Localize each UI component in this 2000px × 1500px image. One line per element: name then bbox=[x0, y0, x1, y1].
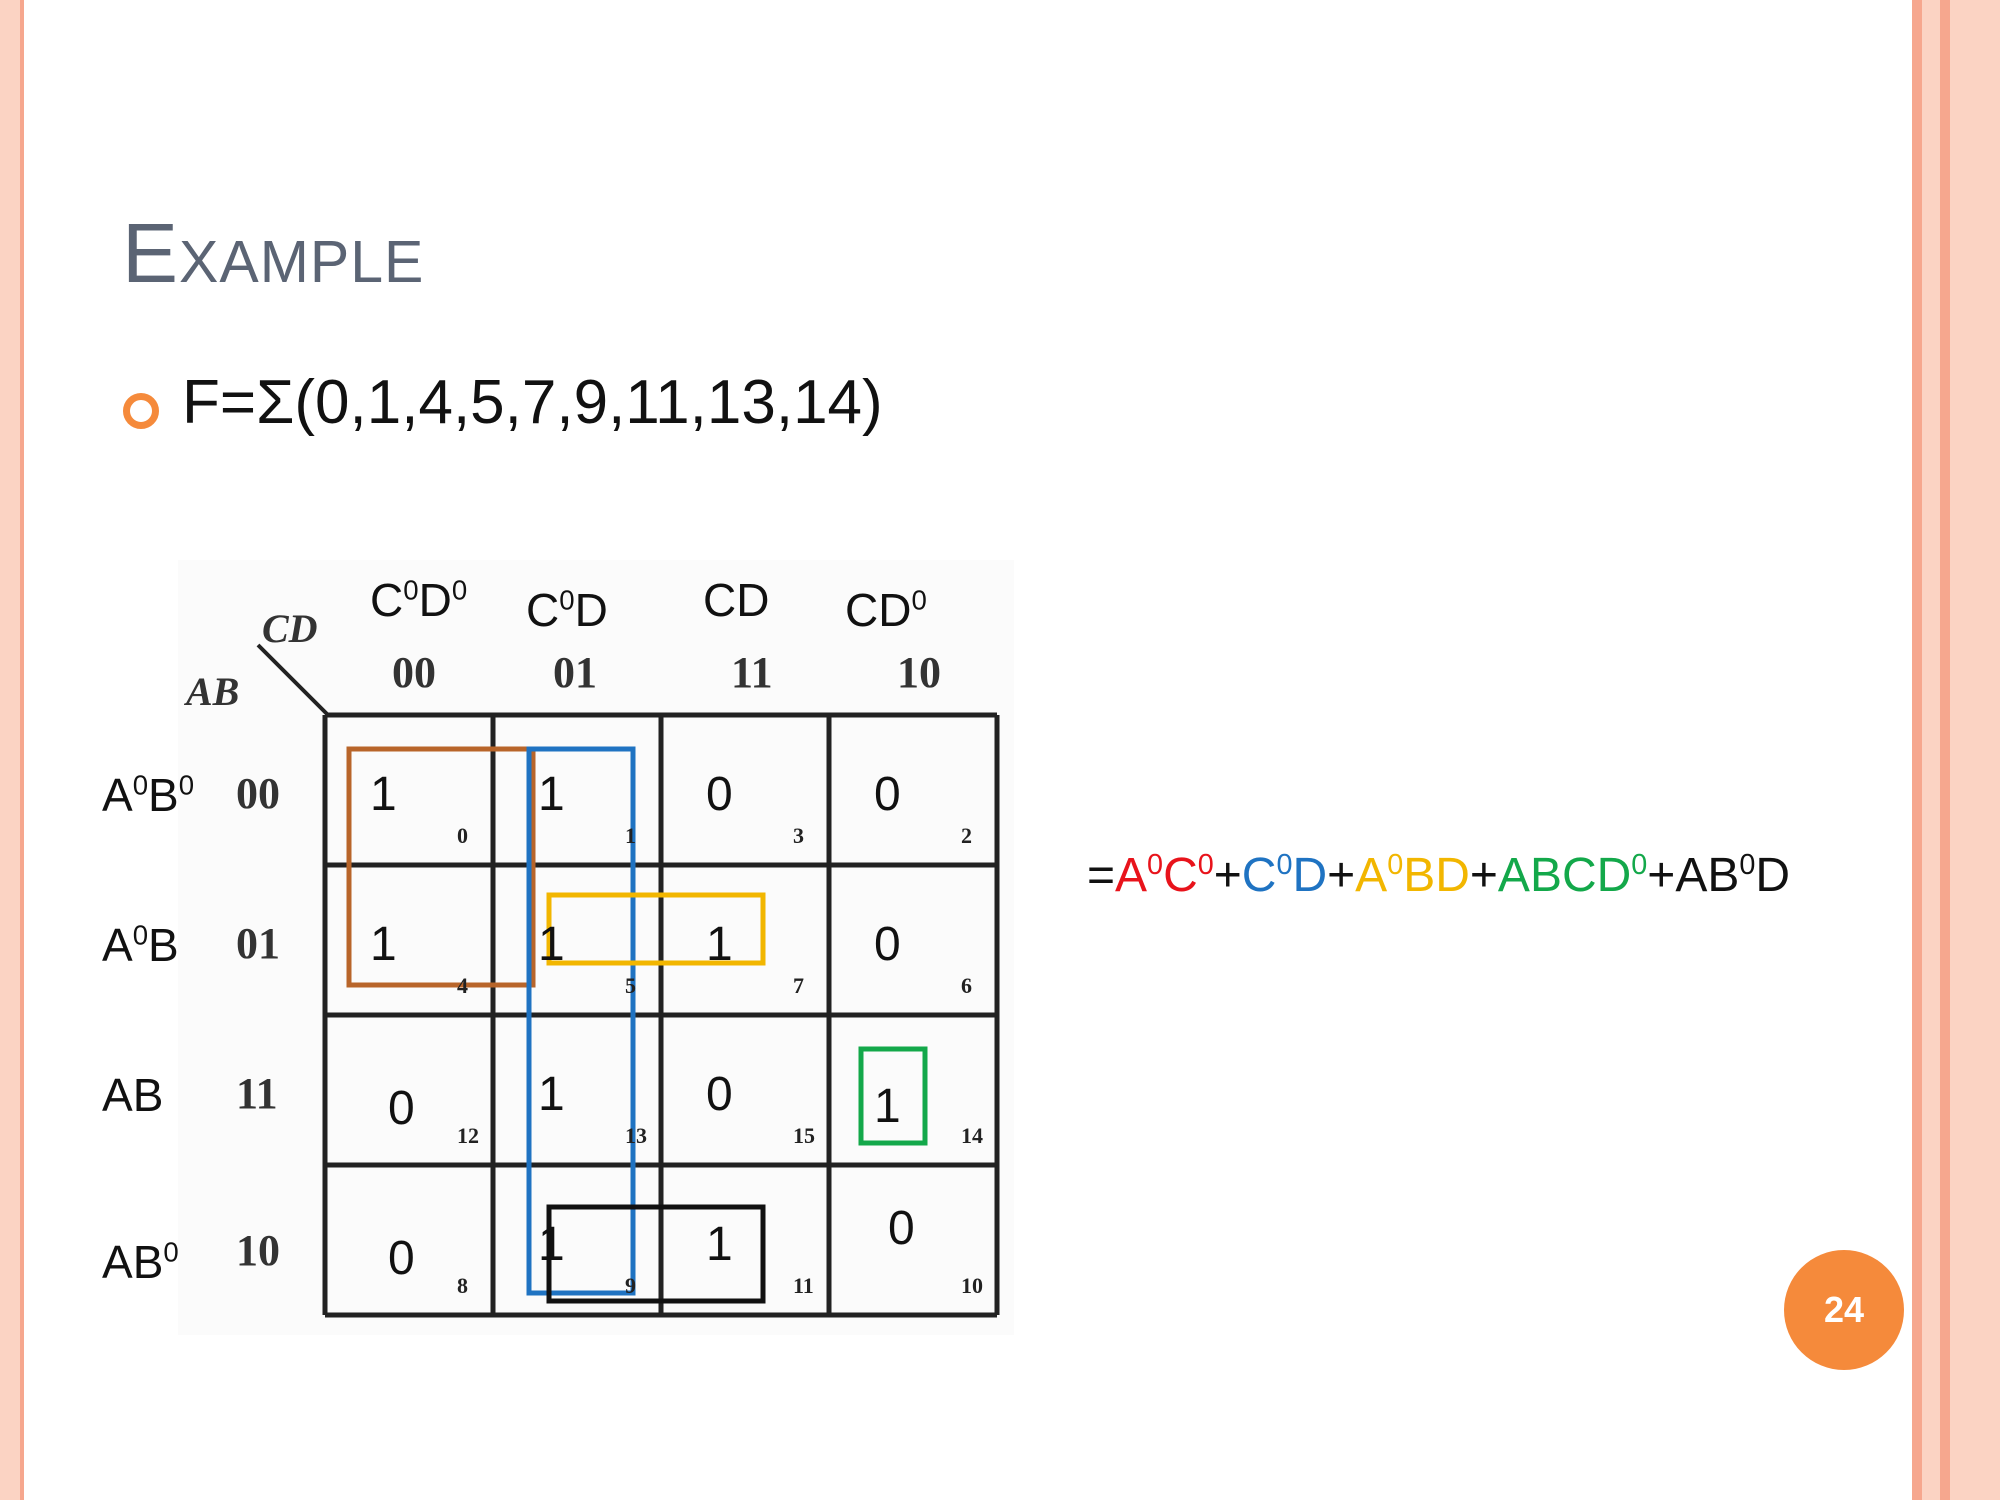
kmap-col-literal: CD bbox=[703, 574, 770, 626]
kmap-cell-value: 1 bbox=[706, 918, 733, 971]
kmap-col-code: 01 bbox=[553, 648, 597, 697]
kmap-group-rect bbox=[526, 746, 636, 1296]
kmap-corner-ab: AB bbox=[186, 669, 240, 714]
kmap-row-literal: A0B0 bbox=[102, 769, 195, 821]
kmap-group-rect bbox=[546, 892, 766, 966]
expr-term-red: A0C0 bbox=[1115, 849, 1214, 902]
kmap-cell-index: 3 bbox=[793, 823, 804, 848]
kmap-cell-index: 10 bbox=[961, 1273, 983, 1298]
kmap-cell-value: 0 bbox=[874, 918, 901, 971]
kmap-row-code: 01 bbox=[236, 919, 280, 968]
kmap-cell-index: 12 bbox=[457, 1123, 479, 1148]
slide-right-border-stripe bbox=[1922, 0, 1940, 1500]
kmap-row-code: 00 bbox=[236, 769, 280, 818]
kmap-groupings bbox=[346, 746, 928, 1304]
kmap-col-code: 11 bbox=[731, 648, 773, 697]
kmap-cell-index: 9 bbox=[625, 1273, 636, 1298]
kmap-corner-cd: CD bbox=[262, 606, 318, 651]
kmap-col-literal: C0D0 bbox=[370, 574, 468, 626]
kmap-diagonal bbox=[256, 643, 330, 717]
expr-plus: + bbox=[1213, 849, 1242, 902]
kmap-cell-index: 11 bbox=[793, 1273, 814, 1298]
kmap-group-rect bbox=[546, 1204, 766, 1304]
kmap-col-code: 10 bbox=[897, 648, 941, 697]
kmap-cell-value: 1 bbox=[538, 918, 565, 971]
expr-plus: + bbox=[1647, 849, 1676, 902]
kmap-cell-index: 13 bbox=[625, 1123, 647, 1148]
kmap-row-code: 10 bbox=[236, 1226, 280, 1275]
slide-right-border-stripe bbox=[1940, 0, 1950, 1500]
simplified-expression: =A0C0+C0D+A0BD+ABCD0+AB0D bbox=[1087, 848, 1790, 903]
minterm-function: F=Σ(0,1,4,5,7,9,11,13,14) bbox=[182, 368, 883, 437]
kmap-col-code: 00 bbox=[392, 648, 436, 697]
expr-term-black: AB0D bbox=[1675, 849, 1791, 902]
kmap-cell-index: 1 bbox=[625, 823, 636, 848]
expr-term-yellow: A0BD bbox=[1355, 849, 1470, 902]
kmap-cell-value: 0 bbox=[706, 1068, 733, 1121]
kmap-cell-index: 2 bbox=[961, 823, 972, 848]
kmap-cell-index: 5 bbox=[625, 973, 636, 998]
kmap-cell-value: 1 bbox=[706, 1218, 733, 1271]
expr-plus: + bbox=[1327, 849, 1356, 902]
kmap-cell-value: 1 bbox=[538, 768, 565, 821]
kmap-cell-value: 1 bbox=[370, 918, 397, 971]
kmap-cell-index: 15 bbox=[793, 1123, 815, 1148]
kmap-cell-value: 1 bbox=[538, 1068, 565, 1121]
expr-plus: + bbox=[1469, 849, 1498, 902]
kmap-cell-value: 1 bbox=[538, 1218, 565, 1271]
bullet-circle-icon bbox=[123, 393, 159, 429]
kmap-cell-value: 0 bbox=[388, 1082, 415, 1135]
kmap-cell-index: 8 bbox=[457, 1273, 468, 1298]
kmap-cell-index: 4 bbox=[457, 973, 468, 998]
kmap-cell-index: 7 bbox=[793, 973, 804, 998]
kmap-grid-lines bbox=[322, 712, 1000, 1318]
kmap-row-literal: AB0 bbox=[102, 1236, 179, 1288]
kmap-cell-index: 14 bbox=[961, 1123, 983, 1148]
kmap-row-code: 11 bbox=[236, 1069, 278, 1118]
kmap-cell-index: 0 bbox=[457, 823, 468, 848]
kmap-col-literal: C0D bbox=[526, 584, 608, 636]
page-number-badge: 24 bbox=[1784, 1250, 1904, 1370]
kmap-cell-value: 1 bbox=[370, 768, 397, 821]
kmap-row-literal: A0B bbox=[102, 919, 179, 971]
slide-left-border bbox=[0, 0, 24, 1500]
kmap-cell-value: 0 bbox=[888, 1202, 915, 1255]
kmap-group-rect bbox=[858, 1046, 928, 1146]
slide-title: Example bbox=[122, 206, 425, 300]
expr-equals: = bbox=[1087, 849, 1116, 902]
kmap-cell-value: 0 bbox=[388, 1232, 415, 1285]
slide-right-border-stripe bbox=[1950, 0, 2000, 1500]
kmap-cell-value: 0 bbox=[874, 768, 901, 821]
kmap-col-literal: CD0 bbox=[845, 584, 927, 636]
kmap-row-literal: AB bbox=[102, 1069, 164, 1121]
kmap-group-rect bbox=[346, 746, 536, 988]
kmap-cell-index: 6 bbox=[961, 973, 972, 998]
expr-term-green: ABCD0 bbox=[1497, 849, 1648, 902]
kmap-cell-value: 1 bbox=[874, 1080, 901, 1133]
kmap-cell-value: 0 bbox=[706, 768, 733, 821]
expr-term-blue: C0D bbox=[1241, 849, 1328, 902]
slide-right-border-stripe bbox=[1912, 0, 1922, 1500]
